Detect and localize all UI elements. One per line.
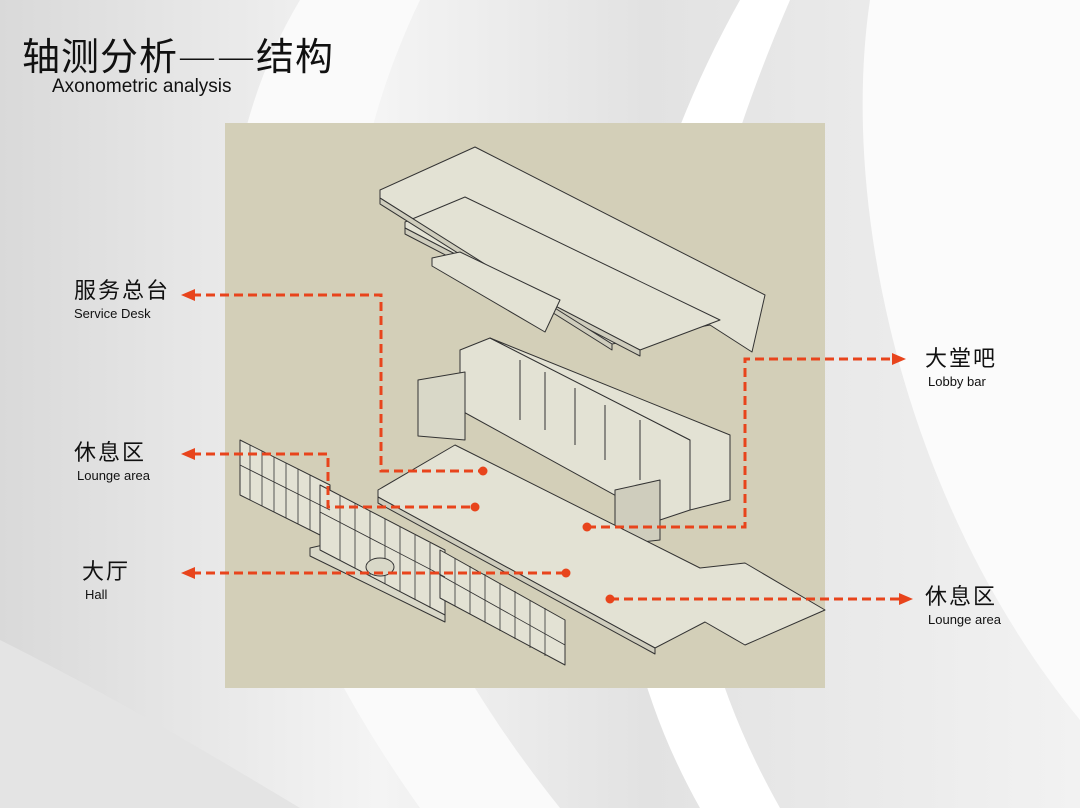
marker-dot [561,568,571,578]
marker-dot [470,502,480,512]
label-en: Hall [85,587,108,602]
arrow-head-icon [892,353,906,365]
label-hall: 大厅 Hall [82,554,130,602]
roof-layer [379,146,766,357]
label-en: Lobby bar [928,374,986,389]
label-en: Lounge area [928,612,1002,627]
arrow-head-icon [899,593,913,605]
label-zh: 休息区 [925,585,998,610]
label-zh: 大厅 [82,560,131,585]
arrow-head-icon [181,289,195,301]
label-lobby-bar: 大堂吧 Lobby bar [925,341,997,389]
label-lounge-left: 休息区 Lounge area [74,435,150,483]
page-subtitle: Axonometric analysis [52,76,232,97]
arrow-head-icon [181,567,195,579]
marker-dot [582,522,592,532]
leader-lounge-left [192,452,475,509]
label-service-desk: 服务总台 Service Desk [74,273,170,321]
label-zh: 大堂吧 [925,347,998,372]
arrow-head-icon [181,448,195,460]
label-zh: 休息区 [74,441,147,466]
leader-lines [192,293,902,601]
label-zh: 服务总台 [74,279,171,304]
label-en: Lounge area [77,468,151,483]
label-en: Service Desk [74,306,151,321]
facade-layer [239,439,566,666]
marker-dot [605,594,615,604]
marker-dot [478,466,488,476]
label-lounge-right: 休息区 Lounge area [925,579,1001,627]
page-title: 轴测分析——结构 [22,35,335,79]
leader-lobby-bar [587,357,895,529]
wall-layer [417,337,731,546]
